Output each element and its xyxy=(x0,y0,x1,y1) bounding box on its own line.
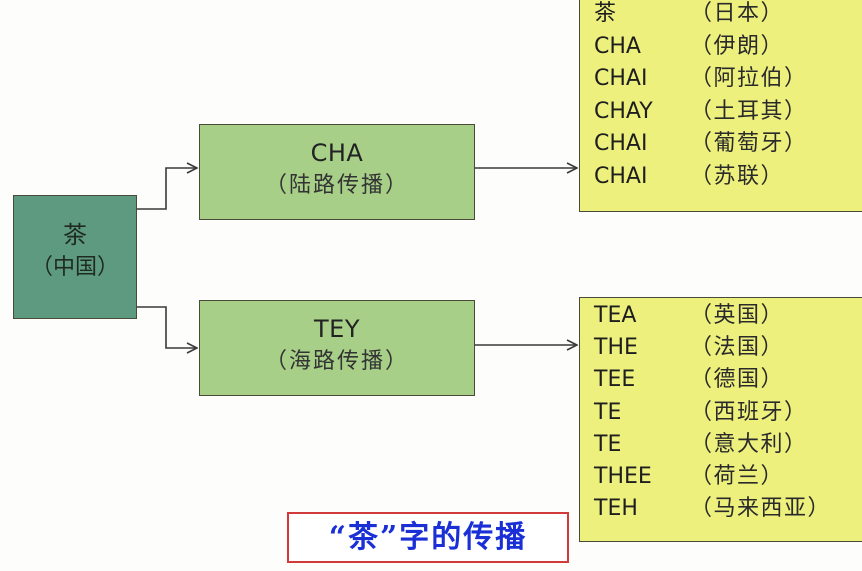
arrow-root-to-land-route xyxy=(137,168,197,210)
tea-word: TEH xyxy=(594,496,638,522)
route-node-sea: TEY （海路传播） xyxy=(199,300,475,396)
country-label: （阿拉伯） xyxy=(690,66,808,91)
list-item: TEA （英国） xyxy=(594,300,862,332)
root-node-china: 茶 （中国） xyxy=(13,195,137,319)
tea-word: CHAY xyxy=(594,98,653,124)
list-item: 茶 （日本） xyxy=(594,0,862,31)
country-label: （德国） xyxy=(690,367,785,393)
list-item: CHAI （葡萄牙） xyxy=(594,128,862,161)
sea-route-word-list: TEA （英国） THE （法国） TEE （德国） TE （西班牙） TE （… xyxy=(579,297,862,542)
country-label: （葡萄牙） xyxy=(690,131,808,156)
country-label: （苏联） xyxy=(690,163,785,189)
country-label: （日本） xyxy=(690,1,785,26)
country-label: （意大利） xyxy=(690,431,808,457)
tea-word: TE xyxy=(594,431,622,457)
list-item: CHAI （苏联） xyxy=(594,161,862,194)
route-node-land: CHA （陆路传播） xyxy=(199,124,475,220)
land-route-word-list: 茶 （日本） CHA （伊朗） CHAI （阿拉伯） CHAY （土耳其） CH… xyxy=(579,0,862,212)
tea-word: CHAI xyxy=(594,131,648,156)
country-label: （荷兰） xyxy=(690,463,785,489)
country-label: （英国） xyxy=(690,303,785,328)
tea-word: CHA xyxy=(594,33,641,59)
root-origin: （中国） xyxy=(30,255,119,280)
list-item: THE （法国） xyxy=(594,332,862,364)
list-item: THEE （荷兰） xyxy=(594,461,862,493)
list-item: CHA （伊朗） xyxy=(594,31,862,64)
route-word: CHA xyxy=(310,139,364,167)
list-item: TE （意大利） xyxy=(594,429,862,461)
tea-word: THEE xyxy=(594,463,652,489)
diagram-caption: “茶”字的传播 xyxy=(287,512,569,563)
list-item: CHAI （阿拉伯） xyxy=(594,63,862,96)
list-item: TEH （马来西亚） xyxy=(594,493,862,525)
country-label: （伊朗） xyxy=(690,33,785,59)
country-label: （土耳其） xyxy=(690,98,808,124)
tea-word: TEA xyxy=(594,303,637,328)
list-item: CHAY （土耳其） xyxy=(594,96,862,129)
tea-word: CHAI xyxy=(594,163,648,189)
arrow-root-to-sea-route xyxy=(137,306,197,348)
list-item: TEE （德国） xyxy=(594,364,862,396)
list-item: TE （西班牙） xyxy=(594,397,862,429)
country-label: （西班牙） xyxy=(690,399,808,425)
tea-word: TE xyxy=(594,399,622,425)
route-label: （海路传播） xyxy=(264,349,409,374)
tea-word: TEE xyxy=(594,367,636,393)
root-word: 茶 xyxy=(63,221,87,249)
route-label: （陆路传播） xyxy=(264,173,409,198)
country-label: （法国） xyxy=(690,335,785,361)
tea-word: CHAI xyxy=(594,66,648,91)
tea-word: THE xyxy=(594,335,638,361)
country-label: （马来西亚） xyxy=(690,496,832,522)
tea-word: 茶 xyxy=(594,1,617,26)
route-word: TEY xyxy=(314,315,360,343)
